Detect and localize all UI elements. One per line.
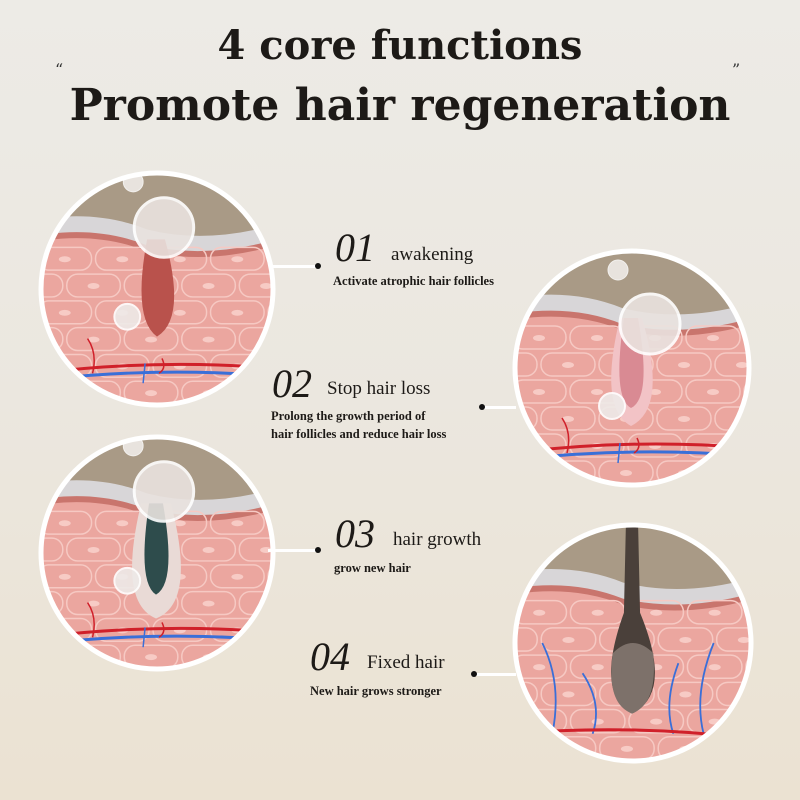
function-heading-1: awakening [391,244,474,265]
function-desc-4: New hair grows stronger [310,684,442,698]
function-heading-2: Stop hair loss [327,378,431,399]
function-number-1: 01 [335,225,375,270]
connector-line-1 [270,265,318,268]
follicle-illustration-1 [38,170,276,408]
quote-close: ” [732,60,741,79]
function-number-4: 04 [310,634,350,679]
connector-line-2 [482,406,516,409]
connector-dot-3 [315,547,321,553]
connector-line-4 [473,673,516,676]
connector-dot-1 [315,263,321,269]
function-number-3: 03 [335,511,375,556]
function-desc-2a: Prolong the growth period of [271,409,426,423]
function-heading-3: hair growth [393,529,482,550]
function-desc-2b: hair follicles and reduce hair loss [271,427,447,441]
function-desc-1: Activate atrophic hair follicles [333,274,494,288]
connector-line-3 [268,549,318,552]
function-heading-4: Fixed hair [367,652,445,673]
follicle-illustration-2 [512,248,752,488]
function-desc-3: grow new hair [334,561,411,575]
quote-open: “ [55,60,64,79]
follicle-illustration-3 [38,434,276,672]
follicle-illustration-4 [512,522,754,764]
title-line-1: 4 core functions [217,22,583,69]
connector-dot-4 [471,671,477,677]
connector-dot-2 [479,404,485,410]
function-number-2: 02 [272,361,312,406]
title-line-2: Promote hair regeneration [69,80,731,131]
